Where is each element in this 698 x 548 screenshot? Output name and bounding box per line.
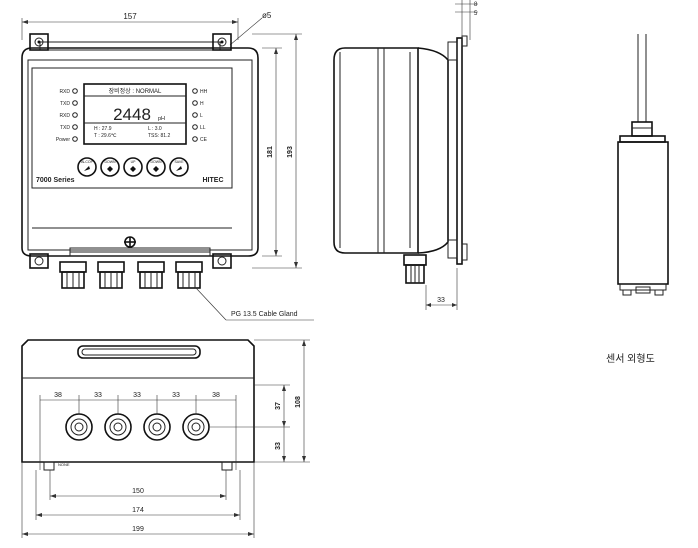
indicator-label-l: L [200, 113, 203, 119]
mount-lug-bottom-right [212, 253, 232, 269]
indicator-label-hh: HH [200, 89, 208, 95]
led-ce [192, 136, 198, 142]
alcop-arrow-icon [84, 166, 90, 171]
up-button-label: UP [131, 160, 137, 164]
indicator-label-rxd-1: RXD [59, 89, 70, 95]
led-rxd-2 [72, 112, 78, 118]
gap-label-2: 33 [94, 392, 102, 399]
series-label: 7000 Series [36, 177, 75, 184]
dim-33-side-label: 33 [437, 297, 445, 304]
down-button-2[interactable]: DOWN [146, 157, 166, 177]
down-button-1-label: DOWN [104, 160, 116, 164]
display-status: 장비정상 : NORMAL [109, 87, 162, 95]
left-indicators: RXD TXD RXD TXD Power [56, 88, 78, 143]
mount-lug-top-left [29, 33, 49, 51]
up-button[interactable]: UP [123, 157, 143, 177]
top-slot [77, 345, 201, 359]
side-cable-gland [403, 254, 427, 284]
hole-dim-label: ø5 [262, 11, 272, 20]
dim-181-label: 181 [267, 146, 274, 158]
side-body-rear [417, 47, 449, 254]
sensor-body [617, 141, 669, 285]
dim-8-label: 8 [474, 2, 478, 8]
keypad: ALCOP DOWN UP DOWN SAVE [77, 157, 189, 177]
dim-150-label: 150 [132, 488, 144, 495]
indicator-label-ll: LL [200, 125, 206, 131]
dim-199-label: 199 [132, 526, 144, 533]
down-button-2-label: DOWN [150, 160, 162, 164]
gland-hole-2 [104, 413, 132, 441]
led-hh [192, 88, 198, 94]
bottom-view: NONE 38 33 33 33 38 [21, 339, 310, 538]
alcop-button-label: ALCOP [81, 160, 94, 164]
cable-gland-2 [97, 261, 125, 289]
display-value: 2448 [113, 105, 151, 124]
dim-33-label: 33 [275, 442, 282, 450]
gap-label-4: 33 [172, 392, 180, 399]
cable-gland-1 [59, 261, 87, 289]
side-body-front [333, 47, 419, 254]
side-view: 8 5 33 [333, 0, 478, 310]
indicator-label-h: H [200, 101, 204, 107]
led-h [192, 100, 198, 106]
sensor-drawing: 센서 외형도 [606, 34, 669, 365]
cable-gland-4 [175, 261, 203, 289]
indicator-label-txd-1: TXD [60, 101, 70, 107]
indicator-label-rxd-2: RXD [59, 113, 70, 119]
dim-174-label: 174 [132, 507, 144, 514]
lcd-display [83, 83, 187, 145]
dim-37-label: 37 [275, 402, 282, 410]
sensor-caption: 센서 외형도 [606, 353, 655, 365]
alcop-button[interactable]: ALCOP [77, 157, 97, 177]
cable-gland-3 [137, 261, 165, 289]
save-button-label: SAVE [174, 160, 184, 164]
led-txd-1 [72, 100, 78, 106]
gap-label-1: 38 [54, 392, 62, 399]
led-power [72, 136, 78, 142]
mount-lug-bottom-left [29, 253, 49, 269]
gland-hole-4 [182, 413, 210, 441]
gap-label-5: 38 [212, 392, 220, 399]
display-tss: TSS: 81.2 [148, 133, 170, 139]
ground-screw-icon [124, 236, 136, 248]
gap-label-3: 33 [133, 392, 141, 399]
diamond-icon-2 [130, 166, 136, 172]
none-label: NONE [58, 462, 70, 467]
display-temp: T : 29.6℃ [94, 133, 117, 139]
gland-hole-3 [143, 413, 171, 441]
indicator-label-ce: CE [200, 137, 208, 143]
mount-lug-top-right [212, 33, 232, 51]
led-txd-2 [72, 124, 78, 130]
gland-hole-1 [65, 413, 93, 441]
indicator-label-power: Power [56, 137, 71, 143]
dim-5-label: 5 [474, 11, 478, 17]
led-ll [192, 124, 198, 130]
cable-gland-label: PG 13.5 Cable Gland [231, 311, 298, 318]
led-l [192, 112, 198, 118]
brand-label: HITEC [203, 177, 224, 184]
sensor-cable-gland [631, 121, 653, 137]
mounting-plate [456, 37, 463, 265]
dim-193-label: 193 [287, 146, 294, 158]
down-button-1[interactable]: DOWN [100, 157, 120, 177]
save-arrow-icon [176, 166, 182, 171]
dim-108-label: 108 [295, 396, 302, 408]
diamond-icon-3 [153, 166, 159, 172]
diamond-icon-1 [107, 166, 113, 172]
indicator-label-txd-2: TXD [60, 125, 70, 131]
display-h: H : 27.9 [94, 126, 112, 132]
led-rxd-1 [72, 88, 78, 94]
front-view: 157 ø5 [21, 11, 314, 321]
display-l: L : 3.0 [148, 126, 162, 132]
right-indicators: HH H L LL CE [192, 88, 208, 143]
save-button[interactable]: SAVE [169, 157, 189, 177]
dim-157-label: 157 [123, 12, 137, 21]
front-body [21, 47, 259, 257]
display-unit: pH [158, 116, 165, 122]
